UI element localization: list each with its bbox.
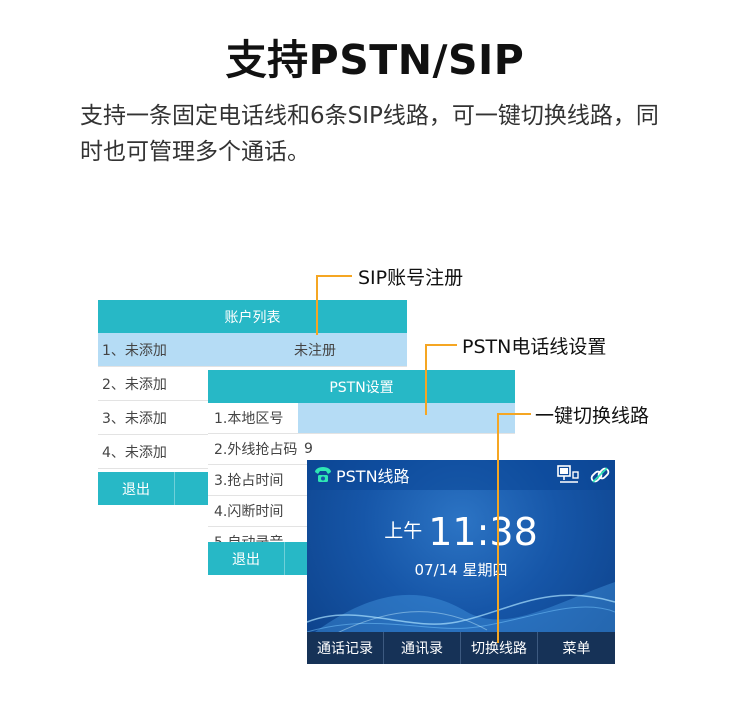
exit-button[interactable]: 退出	[98, 472, 175, 505]
setting-value[interactable]: 9	[304, 441, 313, 457]
annotation-line-sip	[316, 275, 318, 335]
date-display: 07/14 星期四	[414, 561, 508, 579]
account-label: 2、未添加	[102, 376, 167, 393]
annotation-line-switch	[497, 413, 499, 643]
setting-label: 2.外线抢占码	[214, 442, 298, 458]
ampm-label: 上午	[384, 520, 423, 542]
call-history-button[interactable]: 通话记录	[307, 632, 384, 664]
line-name: PSTN线路	[336, 467, 410, 486]
annotation-line-pstn	[425, 344, 457, 346]
pstn-settings-header: PSTN设置	[208, 370, 515, 403]
setting-label: 4.闪断时间	[214, 504, 284, 520]
account-label: 3、未添加	[102, 410, 167, 427]
home-softkey-bar: 通话记录 通讯录 切换线路 菜单	[307, 632, 615, 664]
page-description: 支持一条固定电话线和6条SIP线路，可一键切换线路，同时也可管理多个通话。	[80, 103, 659, 165]
switch-line-button[interactable]: 切换线路	[461, 632, 538, 664]
annotation-line-sip	[316, 275, 352, 277]
time-display: 11:38	[428, 510, 538, 554]
account-row[interactable]: 1、未添加 未注册	[98, 333, 407, 367]
page-title: 支持PSTN/SIP	[225, 36, 525, 84]
account-label: 1、未添加	[102, 342, 167, 359]
contacts-button[interactable]: 通讯录	[384, 632, 461, 664]
status-bar: PSTN线路	[307, 460, 615, 490]
annotation-line-pstn	[425, 344, 427, 415]
link-icon	[590, 467, 610, 483]
menu-button[interactable]: 菜单	[562, 641, 591, 657]
setting-label: 1.本地区号	[214, 411, 284, 427]
account-label: 4、未添加	[102, 444, 167, 461]
annotation-pstn-setting: PSTN电话线设置	[462, 336, 607, 358]
annotation-line-switch	[497, 413, 531, 415]
annotation-switch-line: 一键切换线路	[535, 405, 650, 427]
setting-label: 3.抢占时间	[214, 473, 284, 489]
network-icon	[557, 465, 579, 483]
setting-value[interactable]	[298, 403, 515, 433]
annotation-sip-register: SIP账号注册	[358, 267, 464, 289]
pstn-setting-row[interactable]: 1.本地区号	[208, 403, 515, 434]
exit-button[interactable]: 退出	[208, 542, 285, 575]
account-status: 未注册	[294, 342, 336, 359]
account-list-header: 账户列表	[98, 300, 407, 333]
wave-decoration	[307, 582, 615, 638]
phone-icon	[315, 467, 331, 482]
